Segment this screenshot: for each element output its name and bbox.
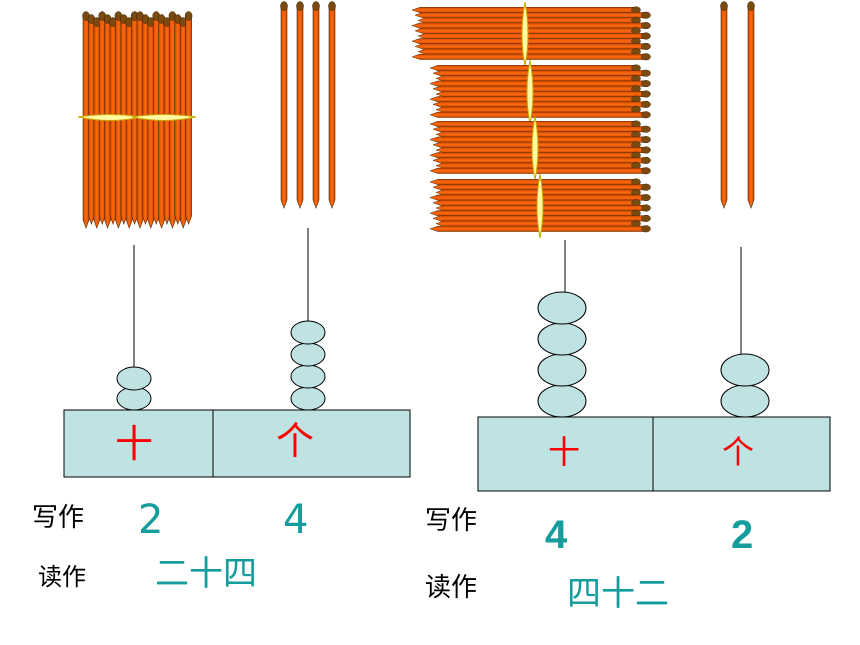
right-bundles — [411, 1, 651, 239]
stick — [141, 14, 150, 225]
stick — [163, 17, 171, 225]
stick — [125, 17, 133, 229]
stick — [157, 14, 166, 229]
right-abacus-board — [477, 416, 831, 492]
abacus-bead — [290, 320, 326, 345]
abacus-bead — [290, 386, 326, 411]
left-write-label: 写作 — [32, 503, 85, 533]
stick — [414, 11, 651, 19]
stick — [429, 64, 641, 72]
abacus-bead — [537, 353, 587, 387]
stick — [720, 1, 728, 209]
left-bundle-1 — [77, 11, 143, 229]
right-bundle — [429, 115, 651, 181]
stick — [103, 14, 112, 229]
left-tens-label: 十 — [115, 422, 154, 466]
left-read-label: 读作 — [38, 563, 86, 591]
right-ones-digit: 2 — [731, 513, 754, 557]
abacus-bead — [720, 353, 770, 387]
right-single-sticks — [720, 1, 755, 209]
stick — [312, 1, 320, 209]
left-ones-label: 个 — [276, 419, 315, 463]
abacus-bead — [290, 342, 326, 367]
right-bundle — [429, 173, 651, 239]
right-write-label: 写作 — [425, 506, 478, 536]
stick — [432, 156, 651, 164]
stick — [429, 209, 641, 217]
stick — [280, 1, 288, 209]
stick — [429, 80, 651, 88]
stick — [429, 178, 641, 186]
stick — [435, 188, 641, 196]
stick — [429, 111, 651, 119]
stick — [179, 17, 187, 229]
right-bundle — [429, 59, 651, 125]
bundle-tie — [131, 114, 197, 121]
bundle-tie — [536, 173, 544, 239]
abacus-bead — [720, 384, 770, 418]
left-abacus — [63, 228, 411, 478]
abacus-bead — [537, 291, 587, 325]
stick — [435, 220, 641, 228]
stick — [184, 11, 193, 225]
abacus-bead — [116, 366, 152, 391]
left-ones-digit: 4 — [283, 497, 309, 543]
stick — [432, 125, 651, 133]
stick — [432, 69, 651, 77]
abacus-bead — [537, 322, 587, 356]
abacus-bead — [537, 384, 587, 418]
stick — [82, 11, 90, 229]
stick — [296, 1, 304, 209]
stick — [93, 17, 101, 229]
right-read-label: 读作 — [425, 573, 478, 603]
stick — [328, 1, 336, 209]
abacus-bead — [290, 364, 326, 389]
right-tens-label: 十 — [548, 433, 581, 471]
stick — [109, 17, 117, 225]
left-read-text: 二十四 — [155, 554, 257, 594]
stick — [432, 85, 641, 93]
stick — [429, 167, 651, 175]
stick — [411, 53, 651, 61]
stick — [414, 42, 651, 50]
right-tens-digit: 4 — [545, 513, 568, 557]
stick — [432, 100, 651, 108]
left-abacus-board — [63, 409, 411, 478]
stick — [747, 1, 755, 209]
right-bundle — [411, 1, 651, 67]
stick — [168, 11, 177, 229]
left-single-sticks — [280, 1, 336, 209]
stick — [432, 199, 641, 207]
right-read-text: 四十二 — [567, 574, 669, 614]
left-bundle-2 — [131, 11, 197, 229]
left-tens-digit: 2 — [138, 497, 164, 543]
stick — [411, 22, 651, 30]
stick — [136, 11, 144, 229]
right-ones-label: 个 — [722, 433, 755, 471]
stick — [120, 14, 128, 225]
right-abacus — [477, 240, 831, 492]
stick — [147, 17, 155, 229]
stick — [429, 120, 641, 128]
